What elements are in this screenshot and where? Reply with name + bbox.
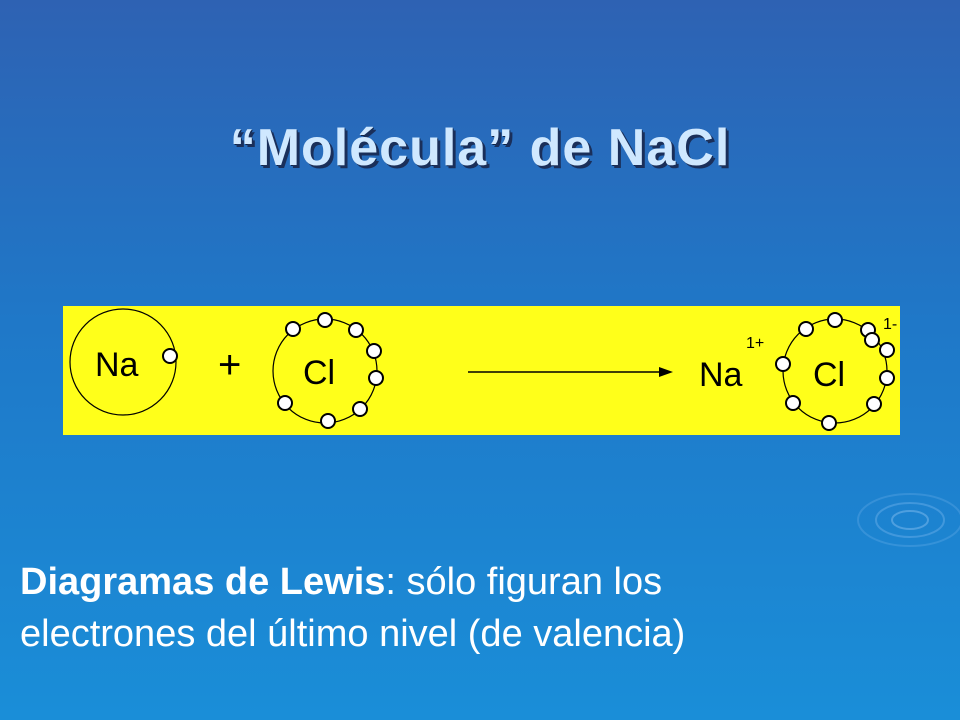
cl-anion-charge: 1- — [883, 316, 897, 333]
na-atom-shell — [69, 308, 177, 416]
plus-sign: + — [218, 343, 241, 387]
cl-valence-electrons — [277, 312, 384, 429]
cl-anion-electrons — [775, 312, 895, 431]
ripple-decoration — [857, 493, 960, 547]
caption-line1-rest: : sólo figuran los — [385, 561, 663, 603]
slide-caption: Diagramas de Lewis: sólo figuran los ele… — [20, 556, 940, 660]
na-cation-symbol: Na — [699, 356, 743, 394]
caption-line2: electrones del último nivel (de valencia… — [20, 613, 686, 655]
cl-anion-symbol: Cl — [813, 356, 845, 394]
na-cation-charge: 1+ — [746, 335, 764, 352]
lewis-diagram-panel: Na + Cl Na 1+ Cl 1- — [63, 306, 900, 435]
na-symbol: Na — [95, 346, 139, 384]
cl-symbol: Cl — [303, 354, 335, 392]
na-valence-electron — [162, 348, 178, 364]
caption-term: Diagramas de Lewis — [20, 561, 386, 603]
lewis-diagram: Na + Cl Na 1+ Cl 1- — [69, 308, 897, 431]
slide-title: “Molécula” de NaCl — [229, 119, 731, 177]
reaction-arrow-head — [659, 367, 673, 377]
